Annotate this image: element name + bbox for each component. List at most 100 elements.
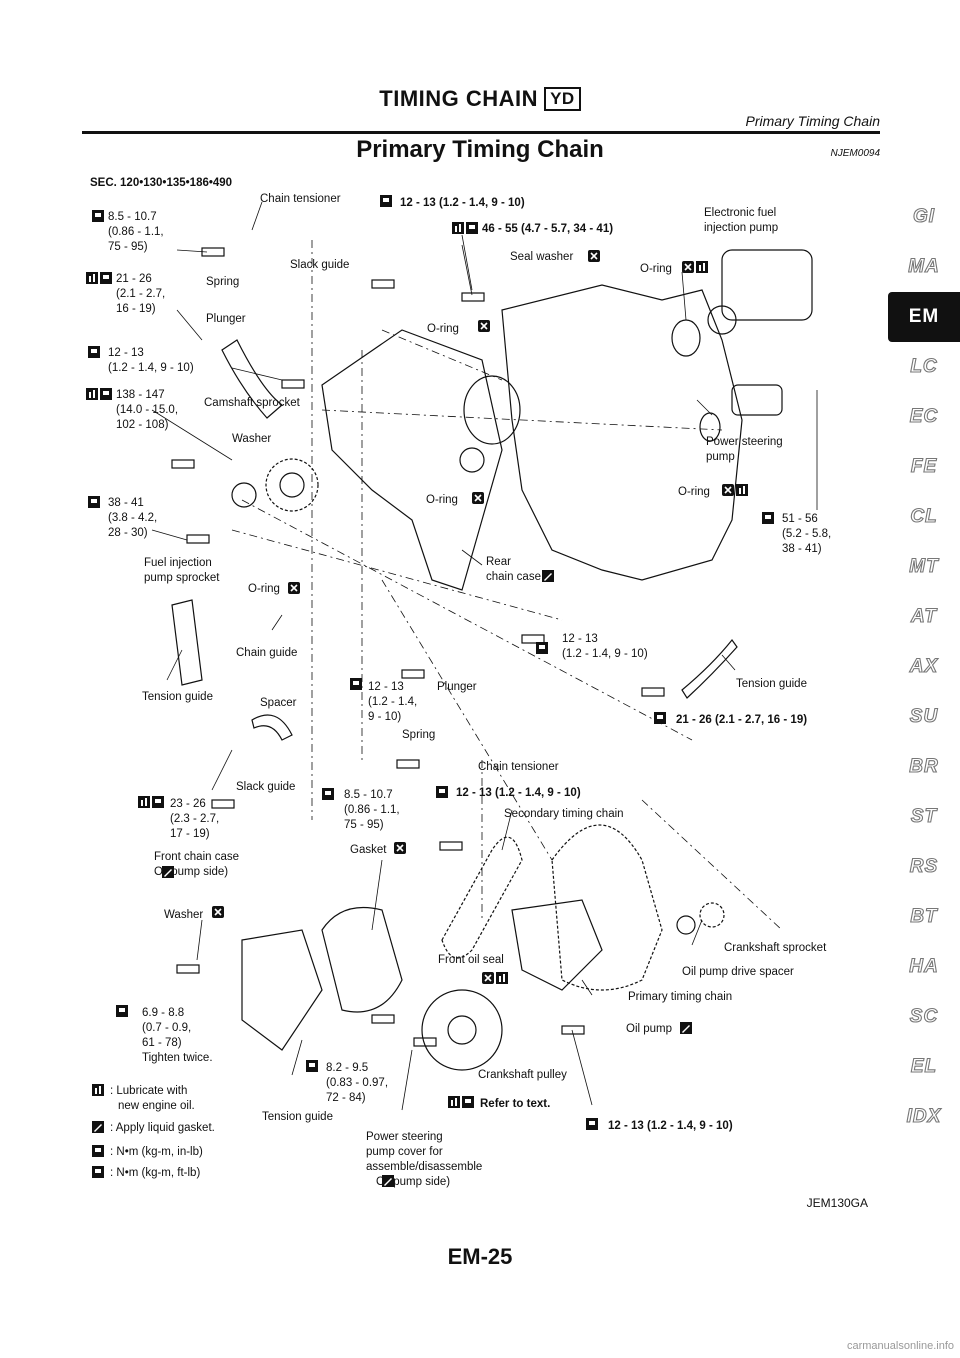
tension-guide-right-shape — [681, 639, 738, 699]
label-chain-guide: Chain guide — [236, 647, 297, 659]
bolt-shape — [641, 687, 665, 697]
bolt-shape — [413, 1037, 437, 1047]
leader-line — [166, 649, 183, 681]
torque-line: 23 - 26 — [170, 798, 206, 810]
gasket-shape — [321, 906, 403, 1013]
camshaft-sprocket-shape — [265, 458, 319, 512]
tab-at[interactable]: AT — [910, 605, 937, 627]
lubricate-icon — [452, 222, 464, 234]
tab-idx[interactable]: IDX — [906, 1105, 942, 1127]
bolt-shape — [211, 799, 235, 809]
tab-gi[interactable]: GI — [912, 205, 936, 227]
torque-line: 12 - 13 — [108, 347, 144, 359]
leader-line — [211, 749, 233, 791]
oil-pump-shape — [511, 899, 603, 991]
ps-pump — [731, 384, 783, 416]
sec-reference: SEC. 120•130•135•186•490 — [90, 177, 232, 189]
torque-line: (0.86 - 1.1, — [344, 804, 400, 816]
label-ps-pump: pump — [706, 451, 735, 463]
replace-icon — [393, 841, 407, 855]
liquid-gasket-icon — [92, 1121, 104, 1133]
center-line — [381, 329, 503, 381]
label-tension-guide-low: Tension guide — [262, 1111, 333, 1123]
tab-lc[interactable]: LC — [910, 355, 938, 377]
tab-br[interactable]: BR — [909, 755, 939, 777]
slack-guide-mid-shape — [251, 714, 293, 741]
section-code: NJEM0094 — [830, 148, 880, 159]
figure-id: JEM130GA — [806, 1196, 868, 1210]
bolt-shape — [281, 379, 305, 389]
label-tension-guide-left: Tension guide — [142, 691, 213, 703]
nm-ft-icon — [380, 195, 392, 207]
tab-bt[interactable]: BT — [910, 905, 938, 927]
tab-fe[interactable]: FE — [910, 455, 938, 477]
tab-ec[interactable]: EC — [909, 405, 939, 427]
section-title: Primary Timing Chain — [356, 136, 604, 163]
nm-ft-icon — [536, 642, 548, 654]
label-camshaft-sprocket: Camshaft sprocket — [204, 397, 301, 409]
torque-line: 102 - 108) — [116, 419, 169, 431]
replace-icon — [587, 249, 601, 263]
tab-el[interactable]: EL — [910, 1055, 938, 1077]
primary-chain-shape — [551, 824, 663, 991]
legend: : Lubricate with new engine oil. : Apply… — [92, 1084, 215, 1179]
tab-sc[interactable]: SC — [909, 1005, 939, 1027]
torque-line: 28 - 30) — [108, 527, 148, 539]
label-o-ring: O-ring — [678, 486, 710, 498]
nm-in-icon — [116, 1005, 128, 1017]
leader-line — [501, 809, 513, 851]
tab-ha[interactable]: HA — [909, 955, 939, 977]
lubricate-icon — [92, 1084, 104, 1096]
tab-ax[interactable]: AX — [909, 655, 939, 677]
leader-line — [371, 859, 383, 931]
leader-lines — [151, 201, 818, 1111]
leader-line — [231, 367, 283, 381]
lubricate-icon — [496, 972, 508, 984]
tab-em[interactable]: EM — [888, 292, 960, 342]
nm-ft-icon — [88, 496, 100, 508]
nm-ft-icon — [92, 1166, 104, 1178]
label-oil-pump-spacer: Oil pump drive spacer — [682, 966, 794, 978]
torque-line: 12 - 13 (1.2 - 1.4, 9 - 10) — [400, 197, 525, 209]
leader-line — [151, 529, 188, 541]
label-ps-cover: Power steering — [366, 1131, 443, 1143]
tab-ma[interactable]: MA — [908, 255, 940, 277]
label-front-oil-seal: Front oil seal — [438, 954, 504, 966]
center-line — [241, 499, 693, 741]
bolt-shape — [371, 279, 395, 289]
torque-line: (2.1 - 2.7, — [116, 288, 165, 300]
header-rule — [82, 131, 880, 134]
bolt-shape — [461, 292, 485, 302]
nm-ft-icon — [350, 678, 362, 690]
tab-st[interactable]: ST — [910, 805, 938, 827]
replace-icon — [477, 319, 491, 333]
bolt-shape — [371, 1014, 395, 1024]
lubricate-icon — [448, 1096, 460, 1108]
tab-cl[interactable]: CL — [910, 505, 938, 527]
label-rear-chain-case: chain case — [486, 571, 541, 583]
crank-sprocket-shape — [699, 902, 725, 928]
torque-line: 8.5 - 10.7 — [344, 789, 393, 801]
label-washer-low: Washer — [164, 909, 203, 921]
torque-line: (0.83 - 0.97, — [326, 1077, 388, 1089]
tab-su[interactable]: SU — [909, 705, 939, 727]
o-ring-shape — [459, 447, 485, 473]
label-ps-cover: pump cover for — [366, 1146, 443, 1158]
replace-icon — [211, 905, 225, 919]
exploded-diagram: SEC. 120•130•135•186•490 — [86, 177, 831, 1188]
tab-rs[interactable]: RS — [909, 855, 939, 877]
torque-line: 38 - 41 — [108, 497, 144, 509]
label-tension-guide-right: Tension guide — [736, 678, 807, 690]
label-chain-tensioner-mid: Chain tensioner — [478, 761, 559, 773]
torque-line: (3.8 - 4.2, — [108, 512, 157, 524]
leader-line — [581, 979, 593, 996]
engine-block — [501, 284, 743, 581]
torque-line: 51 - 56 — [782, 513, 818, 525]
label-ps-cover: assemble/disassemble — [366, 1161, 482, 1173]
legend-lubricate: : Lubricate with — [110, 1085, 187, 1097]
label-o-ring: O-ring — [640, 263, 672, 275]
lubricate-icon — [86, 388, 98, 400]
tab-mt[interactable]: MT — [909, 555, 939, 577]
legend-nm-ft: : N•m (kg-m, ft-lb) — [110, 1167, 200, 1179]
